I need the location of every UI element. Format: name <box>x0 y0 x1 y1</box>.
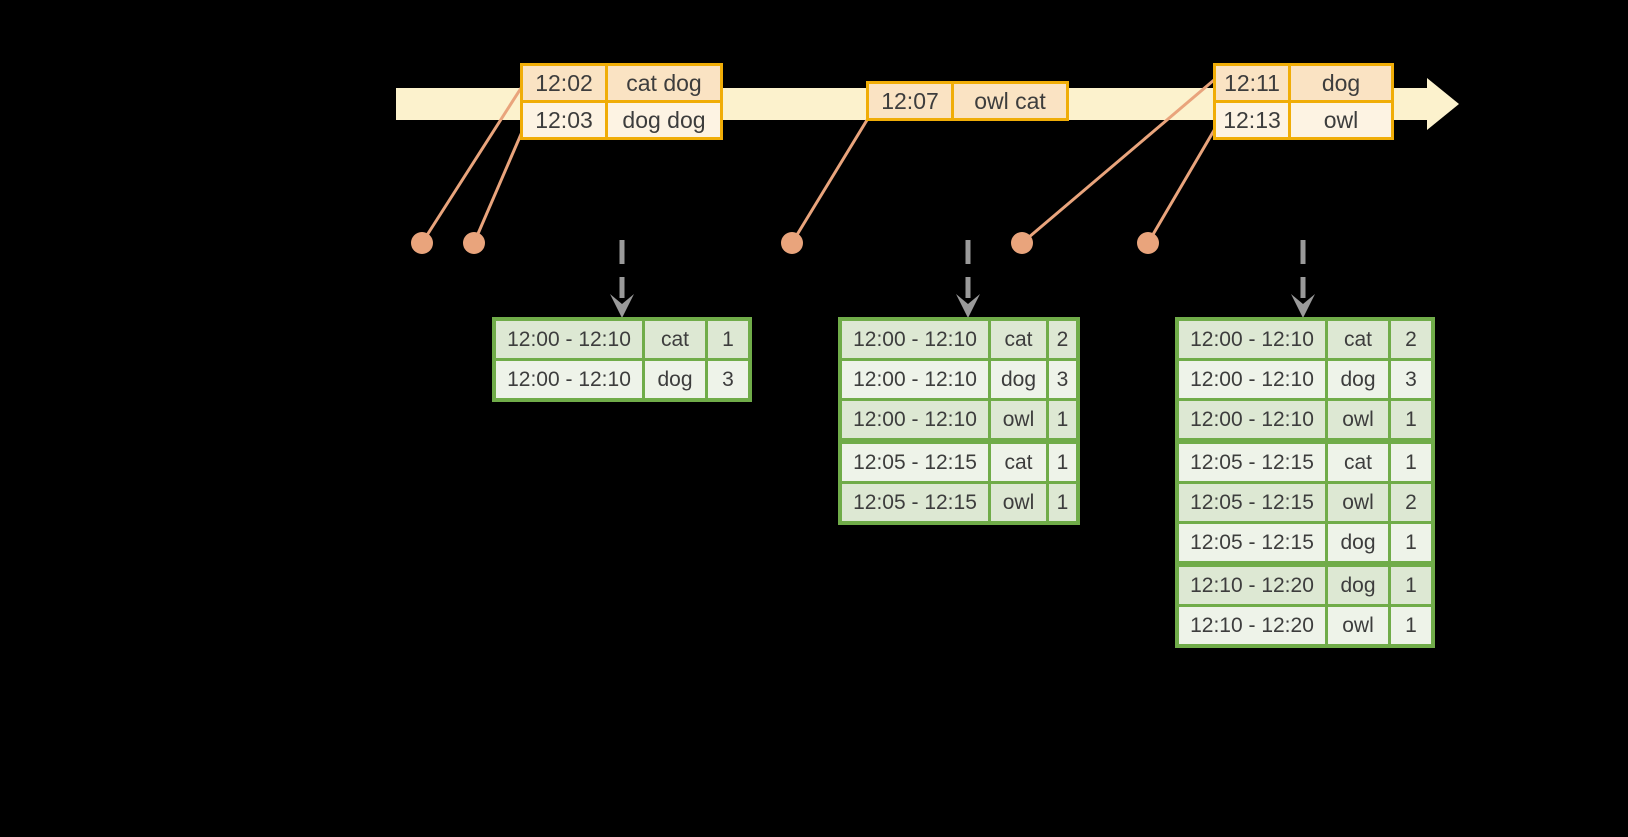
result-row: 12:10 - 12:20 owl 1 <box>1179 607 1431 644</box>
event-time: 12:11 <box>1216 66 1288 100</box>
result-row: 12:00 - 12:10 cat 2 <box>842 321 1076 358</box>
window-range: 12:00 - 12:10 <box>1179 401 1325 438</box>
window-range: 12:05 - 12:15 <box>1179 484 1325 521</box>
word: dog <box>645 361 705 398</box>
result-table-2: 12:00 - 12:10 cat 2 12:00 - 12:10 dog 3 … <box>838 317 1080 525</box>
count: 3 <box>1049 361 1076 398</box>
record-dot <box>1137 232 1159 254</box>
event-row: 12:07 owl cat <box>869 84 1066 118</box>
record-connector-line <box>1146 126 1218 244</box>
word: dog <box>1328 524 1388 561</box>
window-range: 12:00 - 12:10 <box>496 361 642 398</box>
event-words: dog dog <box>608 103 720 137</box>
count: 2 <box>1391 484 1431 521</box>
window-range: 12:00 - 12:10 <box>1179 321 1325 358</box>
record-dot <box>1011 232 1033 254</box>
window-range: 12:00 - 12:10 <box>842 401 988 438</box>
count: 2 <box>1391 321 1431 358</box>
result-row: 12:00 - 12:10 cat 1 <box>496 321 748 358</box>
record-dot <box>463 232 485 254</box>
result-row: 12:05 - 12:15 owl 2 <box>1179 484 1431 521</box>
result-row: 12:00 - 12:10 cat 2 <box>1179 321 1431 358</box>
window-range: 12:00 - 12:10 <box>496 321 642 358</box>
result-row: 12:05 - 12:15 dog 1 <box>1179 524 1431 561</box>
window-range: 12:00 - 12:10 <box>1179 361 1325 398</box>
count: 1 <box>1049 401 1076 438</box>
timeline-arrowhead-icon <box>1427 78 1459 130</box>
result-row: 12:00 - 12:10 dog 3 <box>496 361 748 398</box>
word: owl <box>1328 484 1388 521</box>
count: 1 <box>1391 401 1431 438</box>
word: dog <box>1328 361 1388 398</box>
result-row: 12:05 - 12:15 cat 1 <box>1179 444 1431 481</box>
window-range: 12:05 - 12:15 <box>1179 444 1325 481</box>
event-row: 12:11 dog <box>1216 66 1391 100</box>
count: 1 <box>1391 567 1431 604</box>
result-row: 12:05 - 12:15 owl 1 <box>842 484 1076 521</box>
record-connector-line <box>420 84 525 244</box>
event-words: dog <box>1291 66 1391 100</box>
result-table-3: 12:00 - 12:10 cat 2 12:00 - 12:10 dog 3 … <box>1175 317 1435 648</box>
count: 1 <box>1391 524 1431 561</box>
result-row: 12:00 - 12:10 dog 3 <box>1179 361 1431 398</box>
count: 3 <box>708 361 748 398</box>
record-connector-line <box>1021 78 1215 245</box>
word: dog <box>991 361 1046 398</box>
input-events-table-2: 12:07 owl cat <box>866 81 1069 121</box>
event-row: 12:03 dog dog <box>523 103 720 137</box>
result-row: 12:05 - 12:15 cat 1 <box>842 444 1076 481</box>
count: 3 <box>1391 361 1431 398</box>
count: 2 <box>1049 321 1076 358</box>
window-range: 12:05 - 12:15 <box>842 484 988 521</box>
word: cat <box>645 321 705 358</box>
result-row: 12:00 - 12:10 owl 1 <box>1179 401 1431 438</box>
event-words: owl <box>1291 103 1391 137</box>
record-connector-line <box>472 124 527 244</box>
result-row: 12:00 - 12:10 owl 1 <box>842 401 1076 438</box>
count: 1 <box>1049 484 1076 521</box>
window-range: 12:00 - 12:10 <box>842 361 988 398</box>
count: 1 <box>1049 444 1076 481</box>
word: cat <box>991 321 1046 358</box>
count: 1 <box>708 321 748 358</box>
record-dot <box>781 232 803 254</box>
word: owl <box>1328 607 1388 644</box>
word: owl <box>991 401 1046 438</box>
trigger-arrowhead-icon <box>1291 294 1315 318</box>
event-time: 12:03 <box>523 103 605 137</box>
trigger-arrowhead-icon <box>956 294 980 318</box>
count: 1 <box>1391 444 1431 481</box>
event-row: 12:13 owl <box>1216 103 1391 137</box>
word: cat <box>991 444 1046 481</box>
event-time: 12:02 <box>523 66 605 100</box>
event-time: 12:07 <box>869 84 951 118</box>
event-words: owl cat <box>954 84 1066 118</box>
word: cat <box>1328 444 1388 481</box>
trigger-arrowhead-icon <box>610 294 634 318</box>
word: cat <box>1328 321 1388 358</box>
window-range: 12:05 - 12:15 <box>842 444 988 481</box>
record-dot <box>411 232 433 254</box>
word: owl <box>1328 401 1388 438</box>
word: dog <box>1328 567 1388 604</box>
event-row: 12:02 cat dog <box>523 66 720 100</box>
record-connector-line <box>790 119 869 244</box>
result-row: 12:10 - 12:20 dog 1 <box>1179 567 1431 604</box>
word: owl <box>991 484 1046 521</box>
count: 1 <box>1391 607 1431 644</box>
window-range: 12:10 - 12:20 <box>1179 567 1325 604</box>
result-row: 12:00 - 12:10 dog 3 <box>842 361 1076 398</box>
event-time: 12:13 <box>1216 103 1288 137</box>
result-table-1: 12:00 - 12:10 cat 1 12:00 - 12:10 dog 3 <box>492 317 752 402</box>
window-range: 12:10 - 12:20 <box>1179 607 1325 644</box>
window-range: 12:05 - 12:15 <box>1179 524 1325 561</box>
event-words: cat dog <box>608 66 720 100</box>
input-events-table-3: 12:11 dog 12:13 owl <box>1213 63 1394 140</box>
window-range: 12:00 - 12:10 <box>842 321 988 358</box>
input-events-table-1: 12:02 cat dog 12:03 dog dog <box>520 63 723 140</box>
